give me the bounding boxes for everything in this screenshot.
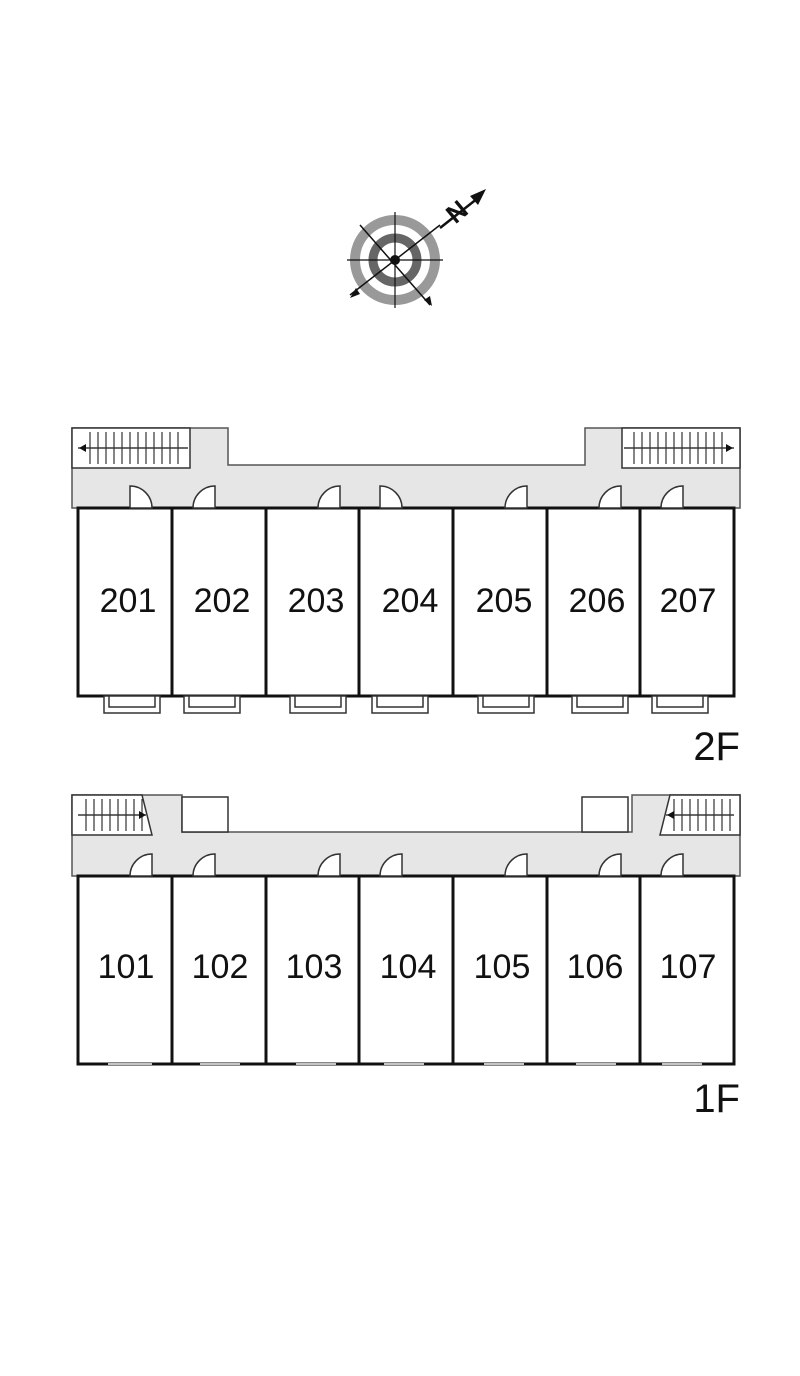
- units-block-2f: [76, 506, 736, 698]
- doors-1f: [129, 853, 684, 877]
- stairs-left-2f: [71, 427, 191, 469]
- balconies-2f: [103, 695, 709, 714]
- unit-201-label: 201: [100, 582, 157, 620]
- doors-2f: [129, 485, 684, 509]
- unit-202-label: 202: [194, 582, 251, 620]
- compass-icon: N: [347, 189, 486, 308]
- floor-label-1f: 1F: [693, 1077, 740, 1121]
- unit-101-label: 101: [98, 948, 155, 986]
- elevator-hall-right-1f: [581, 796, 629, 833]
- units-block-1f: [76, 874, 736, 1066]
- unit-107-label: 107: [660, 948, 717, 986]
- floor-1f: 101 102 103 104 105 106 107 1F: [71, 794, 741, 1121]
- unit-207-label: 207: [660, 582, 717, 620]
- unit-103-label: 103: [286, 948, 343, 986]
- unit-204-label: 204: [382, 582, 439, 620]
- unit-205-label: 205: [476, 582, 533, 620]
- floor-label-2f: 2F: [693, 725, 740, 769]
- corridor-1f: [71, 794, 741, 877]
- stairs-right-2f: [621, 427, 741, 469]
- unit-105-label: 105: [474, 948, 531, 986]
- unit-106-label: 106: [567, 948, 624, 986]
- elevator-hall-left-1f: [181, 796, 229, 833]
- unit-104-label: 104: [380, 948, 437, 986]
- floor-2f: 201 202 203 204 205 206 207 2F: [71, 427, 741, 769]
- unit-203-label: 203: [288, 582, 345, 620]
- unit-206-label: 206: [569, 582, 626, 620]
- unit-102-label: 102: [192, 948, 249, 986]
- stairs-left-1f: [71, 794, 153, 836]
- stairs-right-1f: [659, 794, 741, 836]
